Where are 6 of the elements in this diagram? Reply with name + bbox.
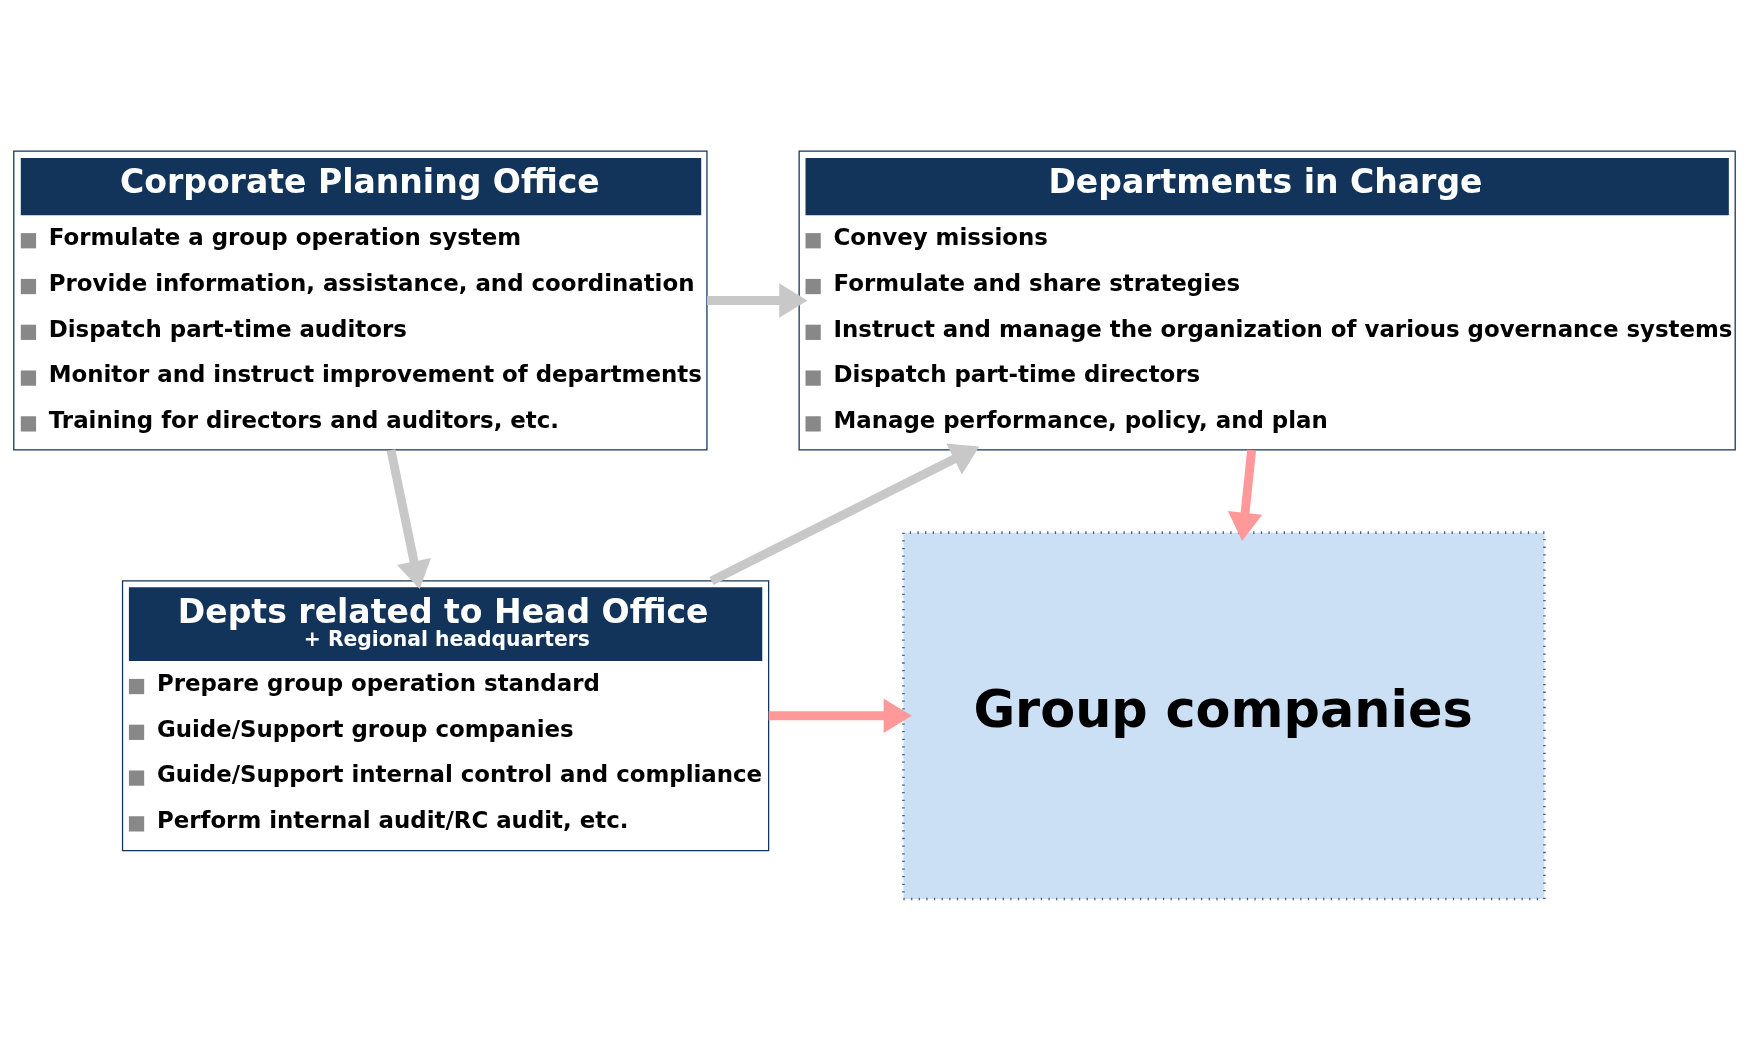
- arrow: [768, 698, 912, 734]
- arrow: [1227, 449, 1263, 541]
- arrow: [709, 443, 980, 585]
- node-box: Group companies: [902, 531, 1546, 901]
- arrow: [386, 449, 431, 590]
- arrow: [707, 283, 808, 318]
